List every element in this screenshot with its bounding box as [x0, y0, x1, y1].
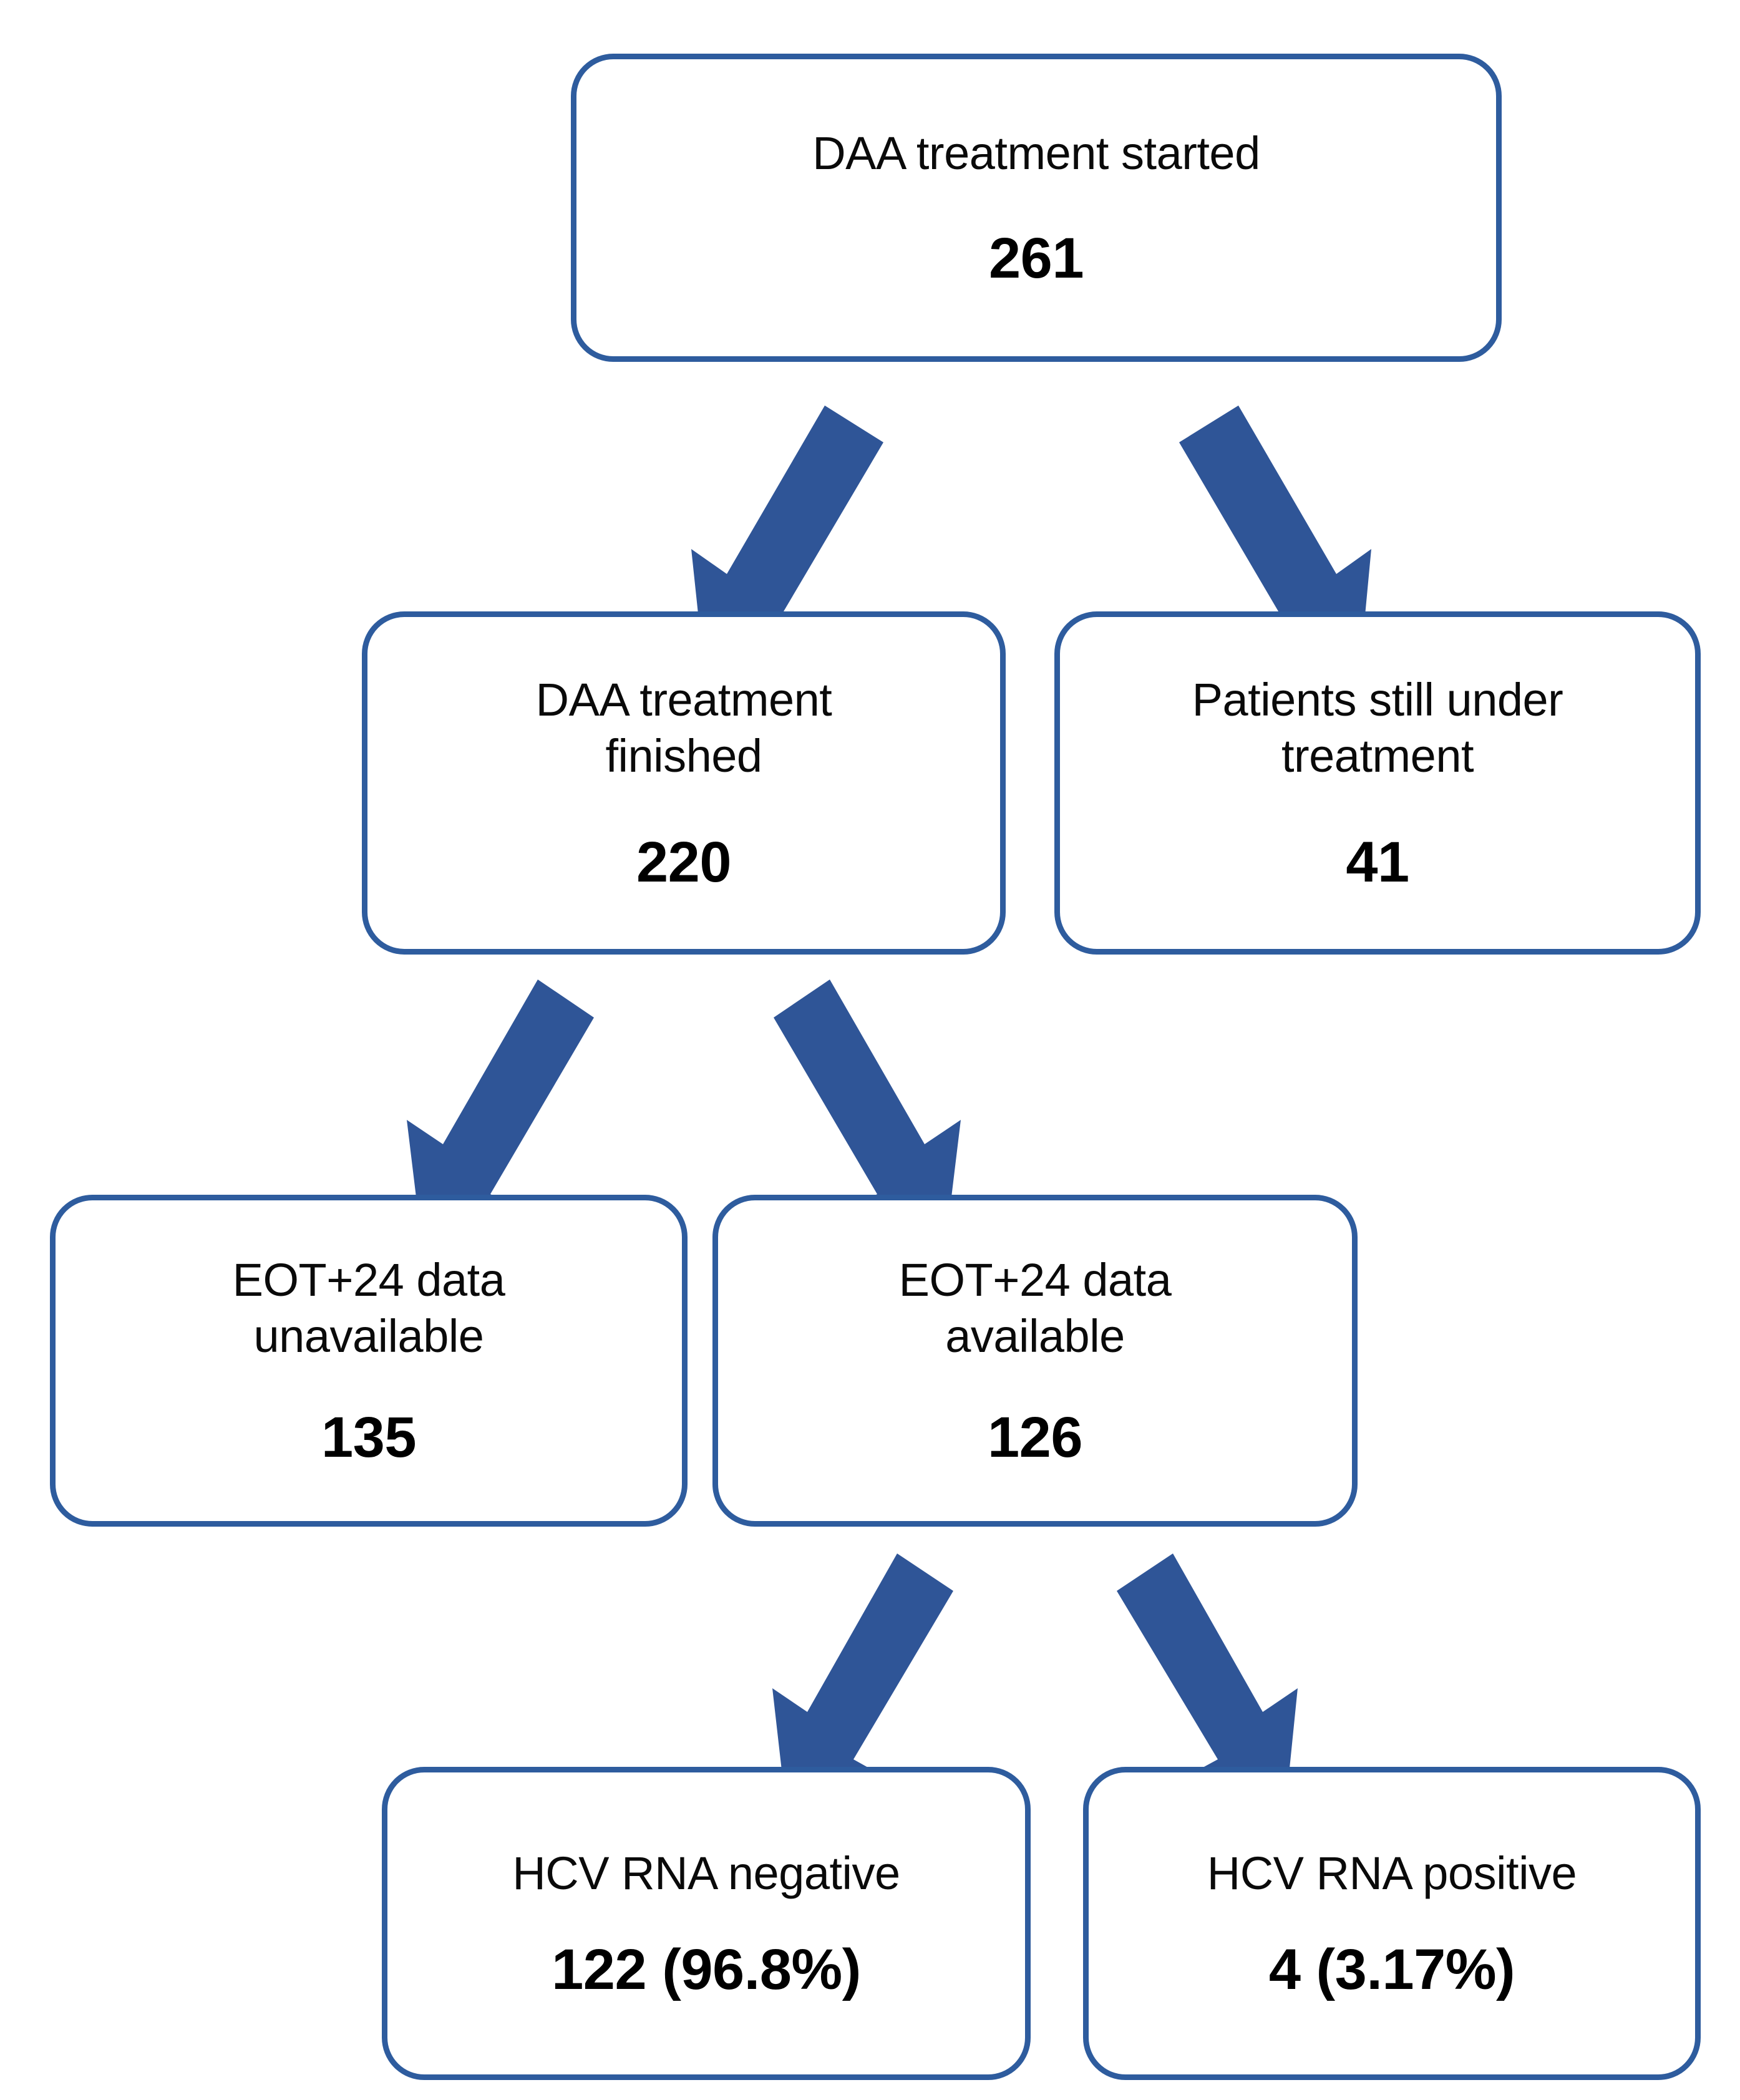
node-hcv-rna-negative[interactable]: HCV RNA negative 122 (96.8%): [382, 1767, 1031, 2080]
node-label: DAA treatment finished: [535, 674, 832, 782]
node-hcv-rna-positive[interactable]: HCV RNA positive 4 (3.17%): [1083, 1767, 1701, 2080]
node-daa-treatment-finished[interactable]: DAA treatment finished 220: [362, 611, 1006, 955]
node-value: 122 (96.8%): [552, 1937, 861, 2001]
node-eot24-data-unavailable[interactable]: EOT+24 data unavailable 135: [50, 1195, 688, 1527]
edge-finished-to-unavailable-arrow: [397, 980, 594, 1254]
node-value: 4 (3.17%): [1268, 1937, 1515, 2001]
edge-available-to-negative-arrow: [762, 1553, 953, 1817]
node-value: 126: [988, 1405, 1083, 1469]
node-patients-still-under-treatment[interactable]: Patients still under treatment 41: [1054, 611, 1701, 955]
node-value: 261: [989, 226, 1084, 290]
node-value: 135: [321, 1405, 417, 1469]
node-value: 41: [1346, 830, 1409, 894]
node-label: DAA treatment started: [812, 127, 1260, 180]
node-label: HCV RNA positive: [1207, 1847, 1577, 1900]
node-daa-treatment-started[interactable]: DAA treatment started 261: [571, 54, 1502, 362]
node-label: Patients still under treatment: [1192, 674, 1563, 782]
node-label: HCV RNA negative: [512, 1847, 900, 1900]
node-label: EOT+24 data available: [898, 1254, 1172, 1363]
edge-finished-to-available-arrow: [774, 980, 971, 1254]
node-value: 220: [636, 830, 732, 894]
edge-available-to-positive-arrow: [1117, 1553, 1309, 1817]
node-eot24-data-available[interactable]: EOT+24 data available 126: [712, 1195, 1358, 1527]
node-label: EOT+24 data unavailable: [232, 1254, 505, 1363]
